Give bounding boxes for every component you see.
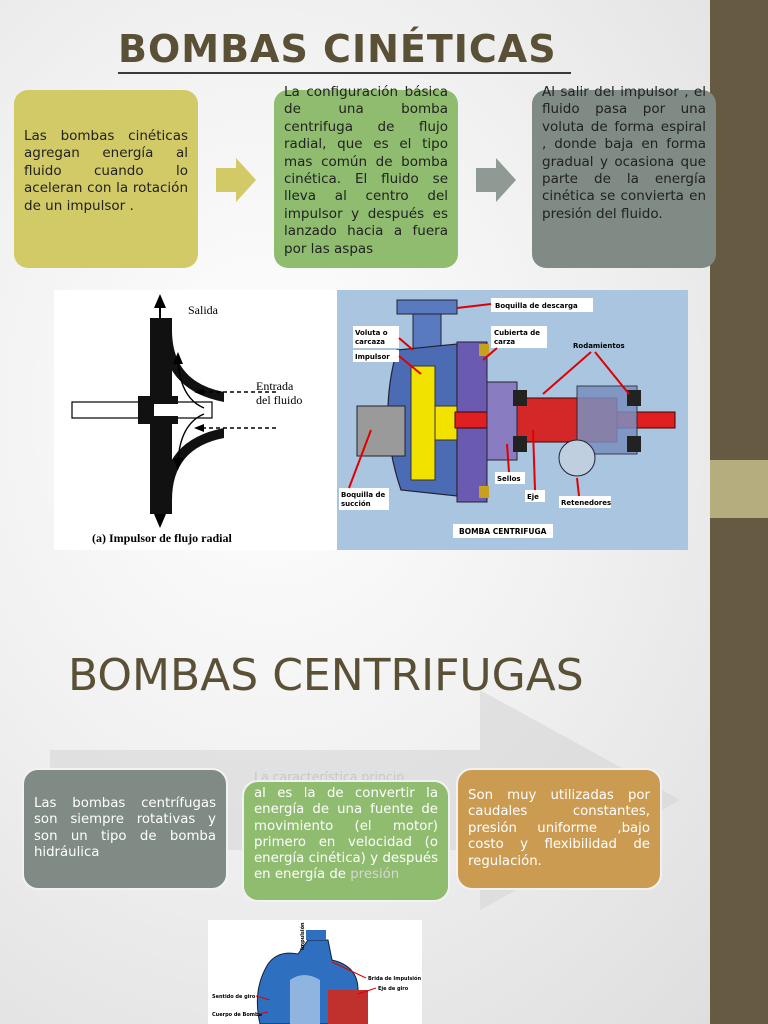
label-salida: Salida <box>188 303 219 317</box>
label-cubierta-line1: Cubierta de <box>494 329 540 337</box>
label-sentido-giro: Sentido de giro <box>212 994 256 1000</box>
label-voluta-line1: Voluta o <box>355 329 388 337</box>
right-arrow-icon <box>476 158 516 202</box>
label-cuerpo-bomba: Cuerpo de Bomba <box>212 1012 262 1018</box>
label-eje-giro: Eje de giro <box>378 986 409 992</box>
label-brida-impulsion: Brida de Impulsión <box>368 975 421 982</box>
label-cubierta-line2: carza <box>494 338 515 346</box>
figure-right-caption: BOMBA CENTRIFUGA <box>459 527 547 536</box>
pump-cutaway-figure: Impulsión Brida de Impulsión Eje de giro… <box>208 920 422 1024</box>
centrifugal-pump-figure: Boquilla de descarga Voluta o carcaza Im… <box>337 290 688 550</box>
info-box-usage: Son muy utilizadas por caudales constant… <box>456 768 662 890</box>
label-voluta-line2: carcaza <box>355 338 385 346</box>
radial-impeller-diagram: Salida Entrada del fluido (a) Impulsor d… <box>71 294 302 545</box>
label-impulsion: Impulsión <box>299 922 306 950</box>
label-boquilla-succion-line2: succión <box>341 500 371 508</box>
info-box-main-characteristic: al es la de convertir la energía de una … <box>242 780 450 902</box>
section1-title: BOMBAS CINÉTICAS <box>118 26 571 74</box>
overflow-text-bottom: presión <box>350 867 400 883</box>
overflow-text-top: La característica princip <box>254 769 405 783</box>
label-boquilla-succion-line1: Boquilla de <box>341 491 386 499</box>
label-impulsor: Impulsor <box>355 353 390 361</box>
figure-left-caption: (a) Impulsor de flujo radial <box>92 531 232 545</box>
label-retenedores: Retenedores <box>561 499 611 507</box>
label-eje: Eje <box>527 493 539 501</box>
info-box-main-characteristic-text: al es la de convertir la energía de una … <box>254 786 438 883</box>
label-entrada-line1: Entrada <box>256 379 294 393</box>
info-box-configuration: La configuración básica de una bomba cen… <box>274 84 458 268</box>
info-box-centrifugal-definition: Las bombas centrífugas son siempre rotat… <box>22 768 228 890</box>
right-arrow-icon <box>216 158 256 202</box>
info-box-configuration-text: La configuración básica de una bomba cen… <box>284 84 448 257</box>
side-bar-accent <box>710 460 768 518</box>
section2-title: BOMBAS CENTRIFUGAS <box>68 650 584 701</box>
label-entrada-line2: del fluido <box>256 393 302 407</box>
label-rodamientos: Rodamientos <box>573 342 625 350</box>
radial-impeller-figure: Salida Entrada del fluido (a) Impulsor d… <box>54 290 338 550</box>
centrifugal-pump-diagram: Boquilla de descarga Voluta o carcaza Im… <box>339 298 676 538</box>
info-box-voluta-text: Al salir del impulsor , el fluido pasa p… <box>542 84 706 222</box>
info-box-kinetic-energy: Las bombas cinéticas agregan energía al … <box>14 90 198 268</box>
label-sellos: Sellos <box>497 475 521 483</box>
pump-cutaway-diagram: Impulsión Brida de Impulsión Eje de giro… <box>212 922 421 1024</box>
info-box-voluta: Al salir del impulsor , el fluido pasa p… <box>532 84 716 268</box>
label-boquilla-descarga: Boquilla de descarga <box>495 302 578 310</box>
